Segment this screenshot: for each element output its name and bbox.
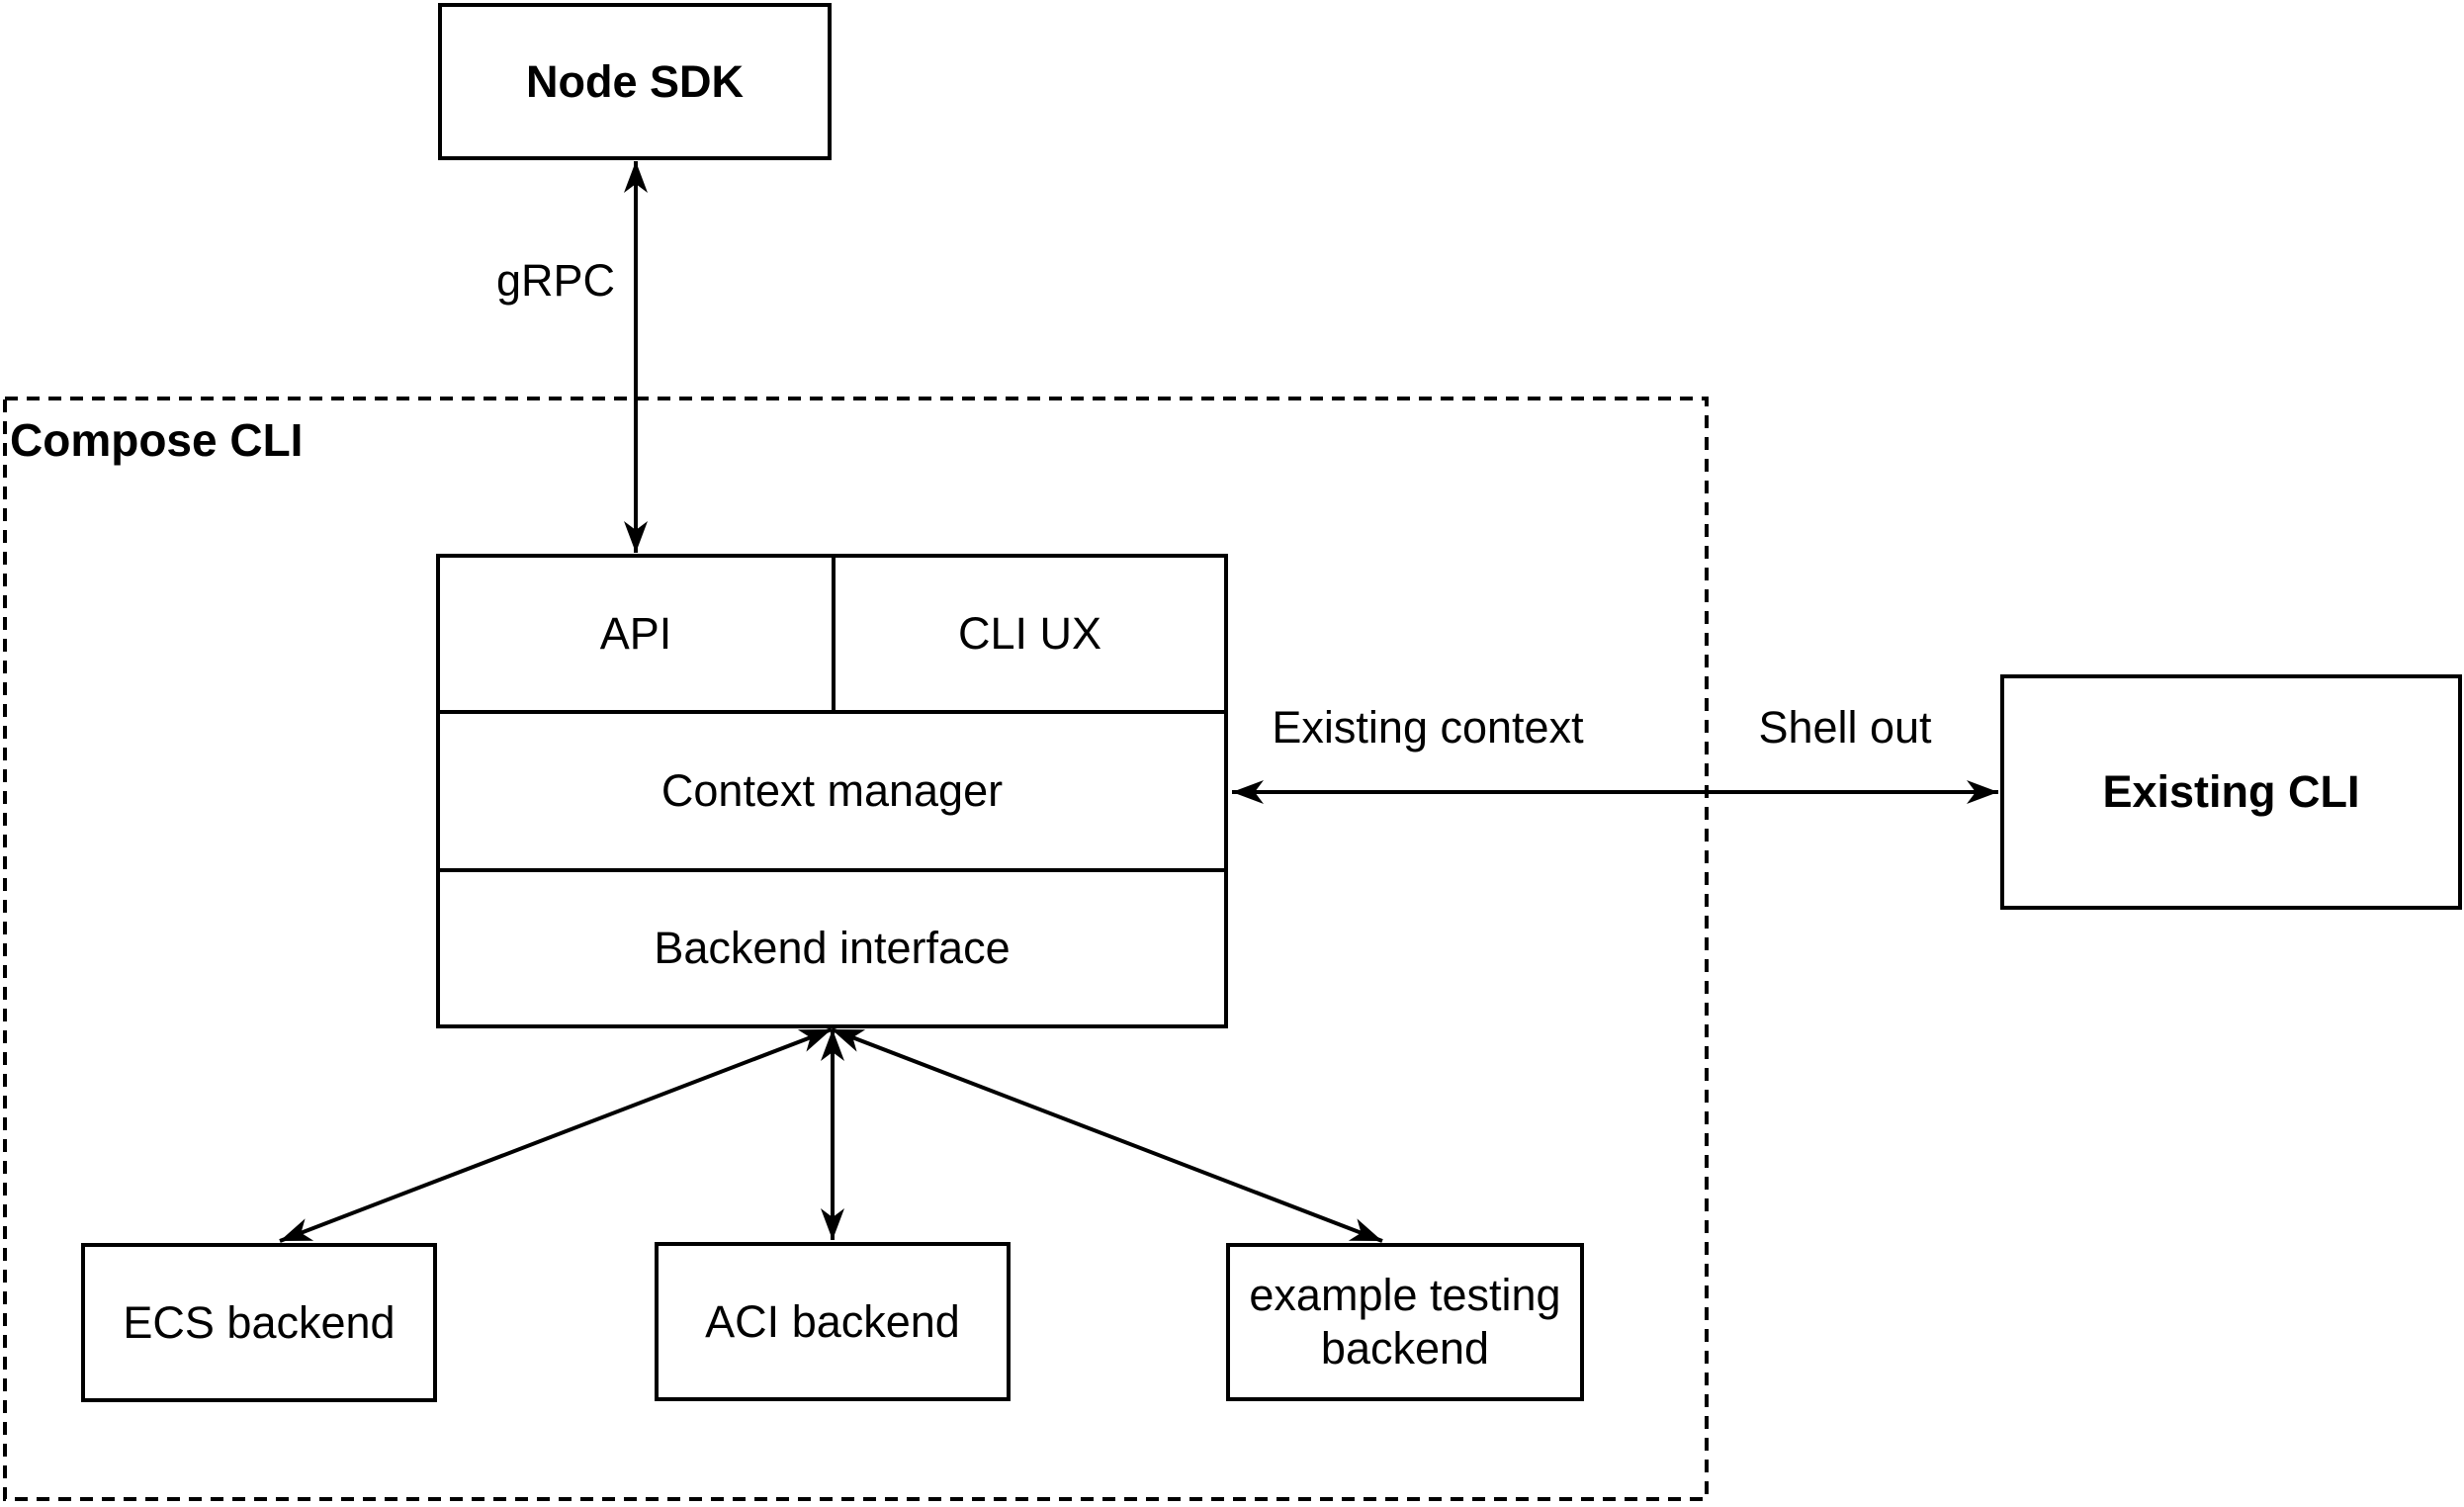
shell-out-edge-label: Shell out — [1758, 702, 1932, 753]
backend-interface-cell: Backend interface — [440, 872, 1224, 1024]
ecs-backend-box: ECS backend — [81, 1243, 437, 1402]
aci-backend-box: ACI backend — [655, 1242, 1011, 1401]
cli-ux-cell: CLI UX — [836, 558, 1224, 714]
backend-interface-label: Backend interface — [654, 923, 1011, 973]
example-testing-backend-edge — [831, 1027, 1383, 1243]
stack-top-row: API CLI UX — [440, 558, 1224, 714]
context-manager-cell: Context manager — [440, 714, 1224, 872]
api-cell: API — [440, 558, 836, 714]
compose-cli-stack-box: API CLI UX Context manager Backend inter… — [436, 554, 1228, 1028]
node-sdk-box: Node SDK — [438, 3, 832, 160]
ecs-backend-edge — [279, 1027, 833, 1243]
api-label: API — [599, 608, 672, 659]
cli-ux-label: CLI UX — [957, 608, 1102, 659]
example-testing-backend-label: example testing backend — [1249, 1270, 1561, 1374]
node-sdk-label: Node SDK — [525, 55, 744, 107]
existing-cli-box: Existing CLI — [2000, 674, 2462, 910]
aci-backend-label: ACI backend — [705, 1295, 960, 1347]
ecs-backend-label: ECS backend — [123, 1296, 396, 1348]
context-manager-label: Context manager — [660, 765, 1004, 816]
existing-context-edge-label: Existing context — [1272, 702, 1584, 753]
example-testing-backend-box: example testing backend — [1226, 1243, 1584, 1401]
existing-cli-label: Existing CLI — [2102, 766, 2360, 817]
compose-cli-group-label: Compose CLI — [10, 414, 304, 466]
grpc-edge-label: gRPC — [495, 255, 615, 306]
